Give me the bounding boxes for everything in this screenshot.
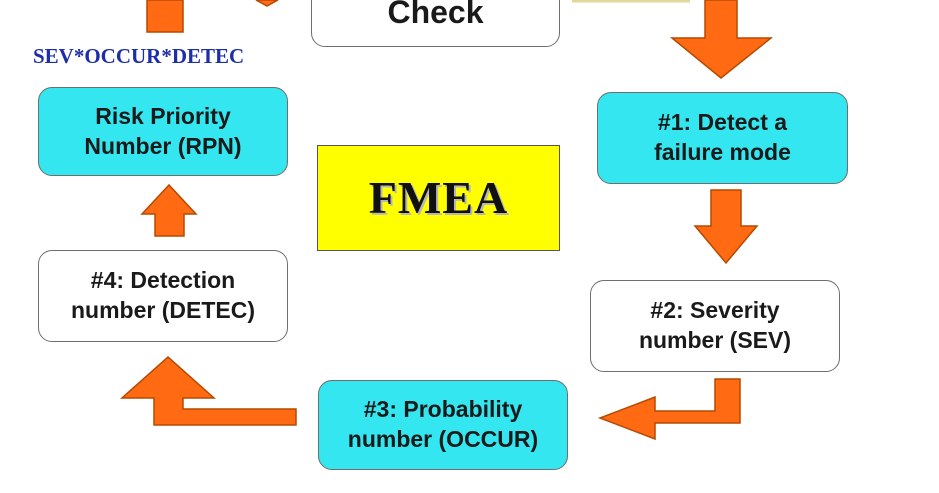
- fmea-center-box: FMEA: [317, 145, 560, 251]
- arrow-up-to-rpn: [140, 183, 198, 237]
- step-severity-line1: #2: Severity: [650, 297, 780, 324]
- step-detect-line1: #1: Detect a: [657, 109, 788, 136]
- arrow-down-to-detect: [669, 0, 774, 79]
- arrow-up-partial: [146, 0, 184, 33]
- step-severity-line2: number (SEV): [638, 327, 792, 353]
- step-probability-box: #3: Probability number (OCCUR): [318, 380, 568, 470]
- step-check-box: Check: [311, 0, 560, 47]
- step-detection-line1: #4: Detection: [90, 267, 236, 294]
- step-detection-box: #4: Detection number (DETEC): [38, 250, 288, 342]
- step-detection-line2: number (DETEC): [71, 297, 255, 323]
- fmea-title: FMEA: [368, 172, 509, 224]
- step-severity-box: #2: Severity number (SEV): [590, 280, 840, 372]
- arrow-bend-to-probability: [597, 378, 741, 441]
- step-check-label: Check: [387, 0, 484, 30]
- step-probability-line1: #3: Probability: [363, 396, 523, 423]
- arrow-bend-to-detection: [120, 355, 297, 426]
- rpn-formula: SEV*OCCUR*DETEC: [33, 44, 245, 68]
- arrow-down-to-severity: [693, 189, 759, 265]
- step-detect-failure-box: #1: Detect a failure mode: [597, 92, 848, 184]
- rpn-label-line1: Risk Priority: [95, 102, 231, 129]
- step-probability-line2: number (OCCUR): [347, 426, 539, 452]
- step-detect-line2: failure mode: [654, 139, 791, 165]
- rpn-label-line2: Number (RPN): [84, 132, 242, 159]
- arrow-tip-partial-left: [255, 0, 279, 7]
- rpn-box: Risk Priority Number (RPN): [38, 87, 288, 176]
